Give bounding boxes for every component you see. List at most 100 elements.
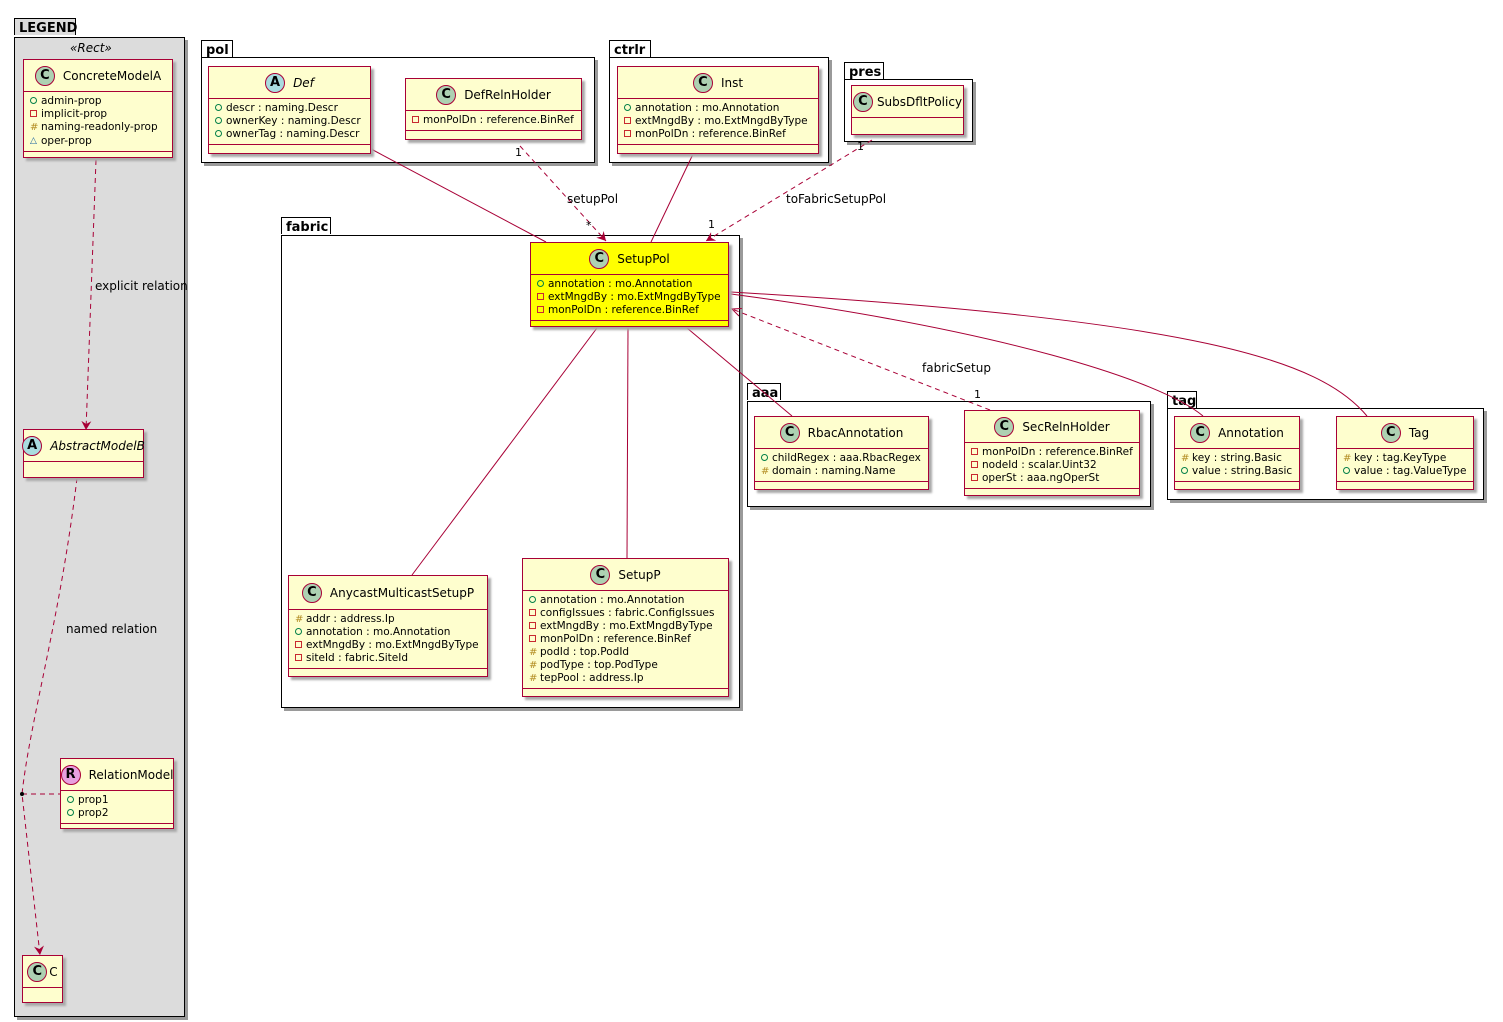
attribute-list: childRegex : aaa.RbacRegex domain : nami…	[755, 449, 928, 482]
abstract-a-icon: A	[22, 435, 43, 456]
attribute-list: monPolDn : reference.BinRef	[406, 111, 581, 131]
protected-visibility-icon	[295, 613, 306, 626]
private-visibility-icon	[537, 304, 548, 317]
fabric-package-tab: fabric	[281, 217, 331, 235]
private-visibility-icon	[971, 446, 982, 459]
private-visibility-icon	[529, 633, 540, 646]
pol-package-tab: pol	[201, 40, 233, 58]
public-visibility-icon	[624, 102, 635, 115]
attribute-list: annotation : mo.Annotation extMngdBy : m…	[531, 275, 728, 321]
abstract-a-icon: A	[265, 72, 286, 93]
aaa-package-tab: aaa	[747, 383, 781, 401]
package-visibility-icon	[30, 134, 41, 148]
setuppol-label: setupPol	[567, 192, 619, 206]
ctrlr-package-tab: ctrlr	[609, 40, 651, 58]
annotation-composition-line	[719, 289, 1204, 417]
legend-package-tab: LEGEND	[14, 18, 77, 36]
private-visibility-icon	[971, 472, 982, 485]
class-c-icon: C	[590, 564, 611, 585]
tag-composition-line	[719, 287, 1368, 417]
public-visibility-icon	[215, 115, 226, 128]
public-visibility-icon	[761, 452, 772, 465]
attribute-list: monPolDn : reference.BinRef nodeId : sca…	[965, 443, 1139, 489]
attribute-list: annotation : mo.Annotation configIssues …	[523, 591, 728, 689]
setuppol-dst-multiplicity: *	[586, 219, 592, 232]
protected-visibility-icon	[1343, 452, 1354, 465]
class-c-icon: C	[589, 248, 610, 269]
public-visibility-icon	[67, 807, 78, 820]
attribute-list: key : tag.KeyType value : tag.ValueType	[1337, 449, 1473, 482]
public-visibility-icon	[215, 102, 226, 115]
public-visibility-icon	[295, 626, 306, 639]
class-c-icon: C	[301, 582, 322, 603]
private-visibility-icon	[624, 128, 635, 141]
fabricsetup-label: fabricSetup	[922, 361, 991, 375]
private-visibility-icon	[529, 620, 540, 633]
tofabricsetuppol-dst-multiplicity: 1	[708, 218, 715, 231]
class-c-icon: C	[852, 91, 873, 112]
inst-composition-line	[650, 141, 701, 243]
private-visibility-icon	[295, 652, 306, 665]
private-visibility-icon	[537, 291, 548, 304]
explicit-relation-label: explicit relation	[95, 279, 188, 293]
class-c-icon: C	[436, 84, 457, 105]
public-visibility-icon	[1343, 465, 1354, 478]
legend-package	[14, 37, 185, 1017]
public-visibility-icon	[30, 95, 41, 108]
protected-visibility-icon	[529, 672, 540, 685]
public-visibility-icon	[1181, 465, 1192, 478]
relation-r-icon: R	[60, 764, 81, 785]
public-visibility-icon	[529, 594, 540, 607]
attribute-list: annotation : mo.Annotation extMngdBy : m…	[618, 99, 818, 145]
class-c-icon: C	[994, 416, 1015, 437]
protected-visibility-icon	[529, 646, 540, 659]
setuppol-src-multiplicity: 1	[515, 146, 522, 159]
private-visibility-icon	[30, 108, 41, 121]
attribute-list: key : string.Basic value : string.Basic	[1175, 449, 1299, 482]
attribute-list: admin-prop implicit-prop naming-readonly…	[24, 92, 172, 152]
tofabricsetuppol-src-multiplicity: 1	[857, 140, 864, 153]
private-visibility-icon	[295, 639, 306, 652]
public-visibility-icon	[67, 794, 78, 807]
class-c-icon: C	[1380, 422, 1401, 443]
tag-package-tab: tag	[1167, 391, 1197, 409]
class-c-icon: C	[779, 422, 800, 443]
attribute-list: addr : address.Ip annotation : mo.Annota…	[289, 610, 487, 669]
private-visibility-icon	[412, 114, 423, 127]
public-visibility-icon	[537, 278, 548, 291]
attribute-list: prop1 prop2	[61, 791, 173, 824]
private-visibility-icon	[971, 459, 982, 472]
protected-visibility-icon	[30, 121, 41, 134]
pres-package-tab: pres	[844, 62, 884, 80]
class-c-icon: C	[27, 961, 48, 982]
class-c-icon: C	[1190, 422, 1211, 443]
legend-stereotype: «Rect»	[70, 41, 112, 55]
protected-visibility-icon	[761, 465, 772, 478]
class-c-icon: C	[34, 65, 55, 86]
attribute-list: descr : naming.Descr ownerKey : naming.D…	[209, 99, 370, 145]
fabricsetup-multiplicity: 1	[974, 388, 981, 401]
def-generalization-line	[373, 150, 547, 243]
protected-visibility-icon	[529, 659, 540, 672]
protected-visibility-icon	[1181, 452, 1192, 465]
tofabricsetuppol-label: toFabricSetupPol	[786, 192, 887, 206]
class-c-icon: C	[692, 72, 713, 93]
public-visibility-icon	[215, 128, 226, 141]
private-visibility-icon	[624, 115, 635, 128]
